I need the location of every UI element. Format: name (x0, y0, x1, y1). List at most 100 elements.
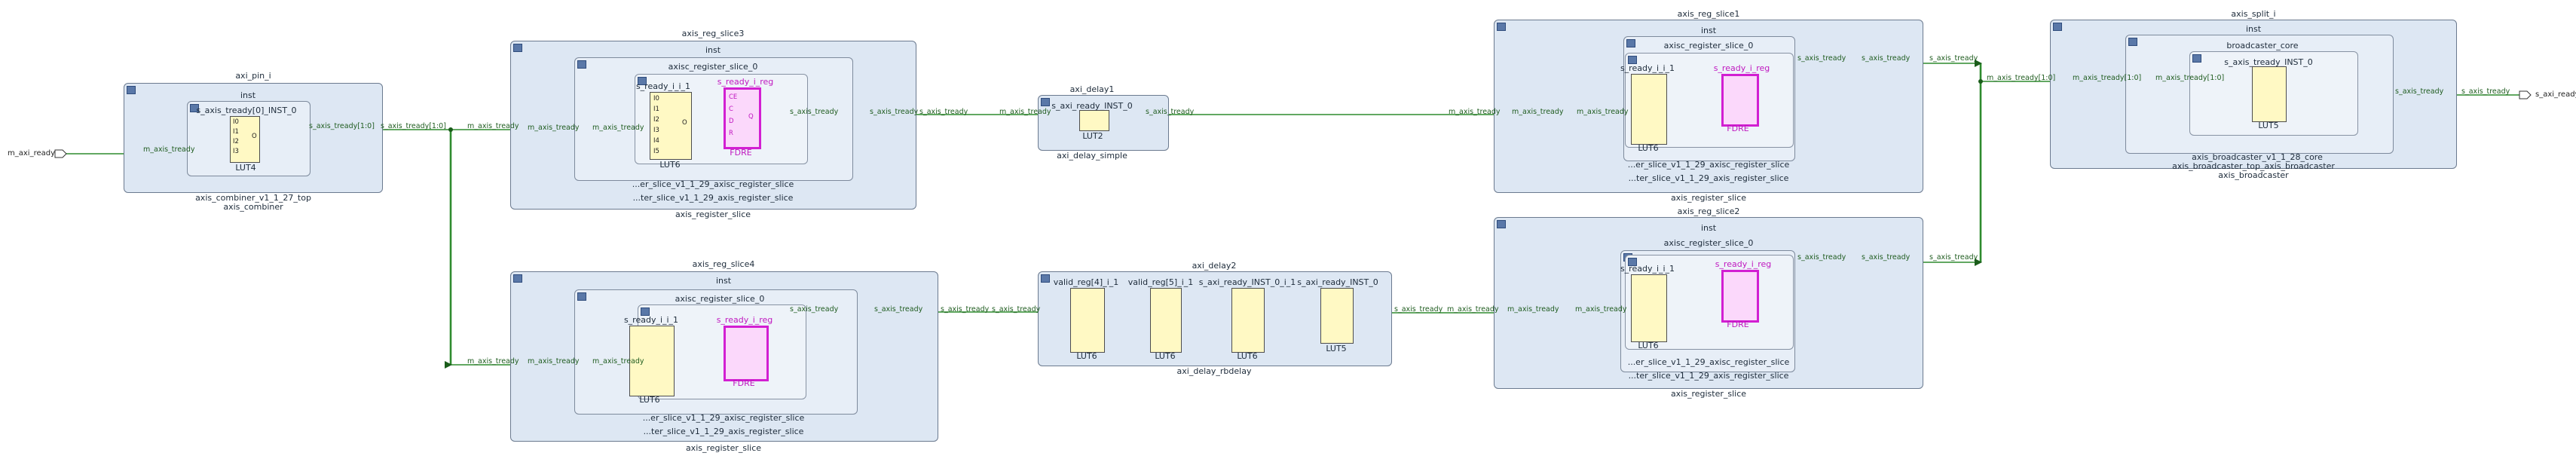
slice2-bot3: axis_register_slice (1670, 389, 1747, 399)
slice2-lut: s_ready_i_i_1 (1620, 264, 1675, 274)
net-label: m_axis_tready[1:0] (2073, 74, 2142, 82)
slice4-fdre-cell[interactable] (724, 326, 769, 381)
slice1-lut6-cell[interactable] (1631, 74, 1667, 145)
collapse-icon[interactable] (1628, 56, 1637, 64)
slice2-lut6-cell[interactable] (1631, 274, 1667, 342)
pin-i1: I1 (233, 128, 239, 136)
collapse-icon[interactable] (190, 104, 199, 112)
collapse-icon[interactable] (577, 60, 586, 69)
arrow-slice4 (445, 361, 452, 369)
delay2-bottom: axi_delay_rbdelay (1176, 366, 1252, 376)
collapse-icon[interactable] (2053, 23, 2062, 31)
net-label: s_axis_tready (1797, 54, 1846, 63)
net-label: m_axis_tready[1:0] (2155, 74, 2225, 82)
net-label: s_axis_tready (874, 305, 923, 314)
slice3-fdre-cell[interactable] (724, 87, 761, 149)
slice4-lut6-cell[interactable] (629, 326, 675, 396)
slice2-bot2: ...ter_slice_v1_1_29_axis_register_slice (1628, 371, 1789, 381)
net-label: s_axis_tready[1:0] (309, 122, 375, 130)
slice1-title: axis_reg_slice1 (1677, 9, 1740, 19)
pin-i5: I5 (653, 148, 659, 155)
delay2-cell1[interactable] (1070, 288, 1105, 353)
delay2-cell3[interactable] (1231, 288, 1265, 353)
collapse-icon[interactable] (513, 44, 522, 52)
delay2-cell4[interactable] (1320, 288, 1354, 344)
slice2-lut-type: LUT6 (1638, 341, 1659, 350)
combiner-title: axi_pin_i (235, 71, 271, 81)
net-label: m_axis_tready (592, 124, 644, 132)
collapse-icon[interactable] (1041, 274, 1050, 283)
net-label: m_axis_tready (528, 124, 580, 132)
net-label: s_axis_tready (790, 305, 839, 314)
collapse-icon[interactable] (2128, 38, 2137, 46)
lut4-cell[interactable] (230, 116, 260, 163)
split-lut5-cell[interactable] (2252, 66, 2287, 122)
delay2-c1: valid_reg[4]_i_1 (1053, 277, 1119, 287)
slice1-bot2: ...ter_slice_v1_1_29_axis_register_slice (1628, 173, 1789, 183)
slice1-reg: s_ready_i_reg (1713, 63, 1770, 73)
slice1-bot3: axis_register_slice (1670, 193, 1747, 203)
slice4-title: axis_reg_slice4 (692, 259, 755, 269)
slice1-fdre-cell[interactable] (1721, 74, 1759, 127)
delay2-t1: LUT6 (1076, 351, 1097, 361)
collapse-icon[interactable] (1628, 258, 1637, 266)
pin-q: Q (748, 113, 754, 121)
delay1-cell: s_axi_ready_INST_0 (1051, 101, 1133, 111)
collapse-icon[interactable] (641, 307, 650, 316)
pin-ce: CE (729, 93, 738, 101)
slice2-inst: inst (1700, 223, 1717, 233)
collapse-icon[interactable] (1626, 39, 1635, 47)
net-label: m_axis_tready (528, 357, 580, 366)
net-label: m_axis_tready (467, 122, 519, 130)
net-label: m_axis_tready[1:0] (1987, 74, 2056, 82)
port-out-label: s_axi_ready (2535, 90, 2576, 99)
collapse-icon[interactable] (638, 77, 647, 85)
slice3-lut-type: LUT6 (659, 160, 681, 170)
combiner-inst-label: inst (240, 90, 256, 100)
slice2-sub: axisc_register_slice_0 (1663, 238, 1754, 248)
slice3-title: axis_reg_slice3 (681, 29, 745, 38)
slice3-inst: inst (705, 45, 721, 55)
slice4-reg: s_ready_i_reg (716, 315, 773, 325)
delay2-t3: LUT6 (1237, 351, 1258, 361)
slice4-inst: inst (715, 276, 732, 286)
combiner-bottom2: axis_combiner (223, 202, 283, 212)
collapse-icon[interactable] (513, 274, 522, 283)
combiner-cell-name: s_axis_tready[0]_INST_0 (196, 106, 297, 115)
slice2-fdre-cell[interactable] (1721, 270, 1759, 323)
pin-d: D (729, 118, 734, 125)
slice4-sub: axisc_register_slice_0 (675, 294, 765, 304)
collapse-icon[interactable] (1497, 220, 1506, 228)
pin-i2: I2 (653, 116, 659, 124)
net-label: s_axis_tready (2461, 87, 2510, 96)
net-label: m_axis_tready (1507, 305, 1559, 314)
slice3-lut6-cell[interactable] (650, 92, 692, 160)
collapse-icon[interactable] (577, 292, 586, 301)
slice3-lut: s_ready_i_i_1 (635, 81, 691, 91)
arrow-split (1975, 60, 1982, 67)
combiner-bottom1: axis_combiner_v1_1_27_top (195, 193, 311, 203)
collapse-icon[interactable] (127, 86, 136, 94)
slice1-sub: axisc_register_slice_0 (1663, 41, 1754, 50)
pin-i0: I0 (653, 95, 659, 102)
collapse-icon[interactable] (1497, 23, 1506, 31)
delay2-c2: valid_reg[5]_i_1 (1127, 277, 1194, 287)
net-label: s_axis_tready[1:0] (381, 122, 446, 130)
collapse-icon[interactable] (2192, 54, 2201, 63)
net-label: m_axis_tready (143, 145, 195, 154)
net-label: s_axis_tready (1862, 54, 1911, 63)
delay2-c4: s_axi_ready_INST_0 (1297, 277, 1378, 287)
net-label: m_axis_tready (999, 108, 1051, 116)
split-sub: broadcaster_core (2226, 41, 2299, 50)
pin-i3: I3 (233, 148, 239, 155)
pin-i4: I4 (653, 137, 659, 145)
pin-i3: I3 (653, 127, 659, 134)
delay2-cell2[interactable] (1150, 288, 1182, 353)
port-in-label: m_axi_ready (8, 149, 56, 158)
slice4-reg-type: FDRE (733, 378, 755, 388)
slice3-bot2: ...ter_slice_v1_1_29_axis_register_slice (632, 193, 794, 203)
net-label: m_axis_tready (1449, 108, 1501, 116)
collapse-icon[interactable] (1041, 98, 1050, 106)
net-label: s_axis_tready (941, 305, 990, 314)
delay1-lut2-cell[interactable] (1079, 110, 1109, 131)
